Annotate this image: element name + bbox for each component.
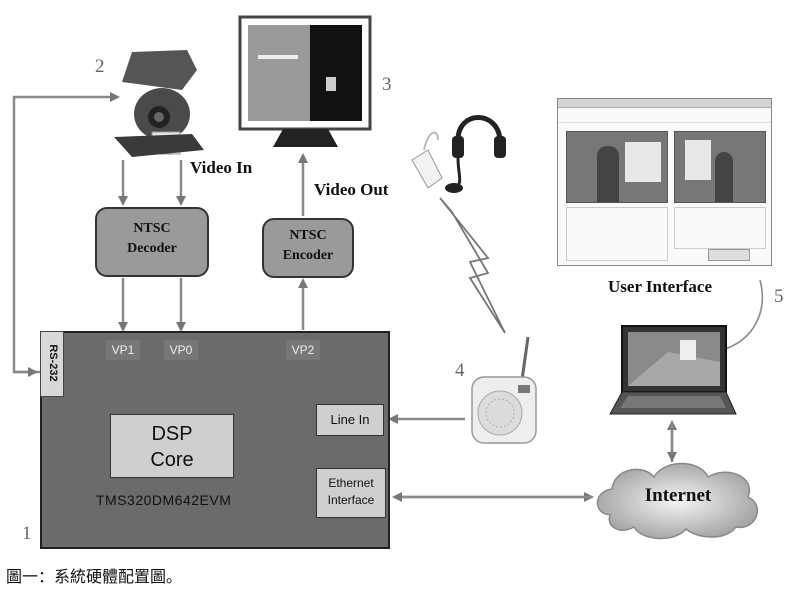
ui-video-left — [566, 131, 668, 203]
label-number-2: 2 — [95, 56, 105, 77]
ui-controls-left — [566, 207, 668, 261]
ntsc-decoder-line2: Decoder — [127, 241, 177, 256]
ntsc-decoder-line1: NTSC — [133, 221, 171, 236]
vp0-port: VP0 — [164, 340, 198, 360]
video-out-label: Video Out — [314, 180, 389, 199]
vp2-port: VP2 — [286, 340, 320, 360]
rs232-label: RS-232 — [47, 344, 59, 382]
ui-board-left — [625, 142, 661, 182]
user-interface-window — [557, 98, 772, 266]
rs232-port: RS-232 — [40, 331, 64, 397]
ethernet-interface-box: Ethernet Interface — [316, 468, 386, 518]
ui-person-left — [597, 146, 619, 202]
ntsc-encoder-box: NTSC Encoder — [262, 218, 354, 278]
dsp-core-box: DSP Core — [110, 414, 234, 478]
internet-label: Internet — [644, 485, 712, 506]
ui-titlebar — [558, 99, 771, 108]
user-interface-label: User Interface — [608, 277, 713, 296]
ui-board-right — [685, 140, 711, 180]
headset-icon — [411, 115, 506, 193]
ui-person-right — [715, 152, 733, 202]
laptop-icon — [609, 325, 737, 415]
dsp-core-line1: DSP — [151, 423, 193, 445]
ui-video-right — [674, 131, 766, 203]
ui-toolbar — [558, 108, 771, 123]
label-number-5: 5 — [774, 286, 784, 307]
board-model-label: TMS320DM642EVM — [96, 492, 232, 508]
video-in-label: Video In — [190, 158, 253, 177]
dsp-core-line2: Core — [150, 449, 194, 471]
ntsc-decoder-box: NTSC Decoder — [95, 207, 209, 277]
internet-cloud-icon — [596, 462, 759, 540]
line-in-port: Line In — [316, 404, 384, 436]
ui-controls-right — [674, 207, 766, 249]
monitor-icon — [238, 15, 372, 147]
figure-caption: 圖一：系統硬體配置圖。 — [6, 567, 183, 586]
ethernet-line2: Interface — [327, 493, 375, 507]
label-number-4: 4 — [455, 360, 465, 381]
label-number-1: 1 — [22, 523, 32, 544]
ui-start-button — [708, 249, 750, 261]
ntsc-encoder-line2: Encoder — [282, 248, 334, 263]
ethernet-line1: Ethernet — [328, 476, 374, 490]
speaker-icon — [471, 336, 537, 444]
vp1-port: VP1 — [106, 340, 140, 360]
ptz-camera-icon — [114, 50, 204, 157]
label-number-3: 3 — [382, 74, 392, 95]
wireless-signal-icon — [439, 197, 506, 334]
ntsc-encoder-line1: NTSC — [289, 228, 327, 243]
